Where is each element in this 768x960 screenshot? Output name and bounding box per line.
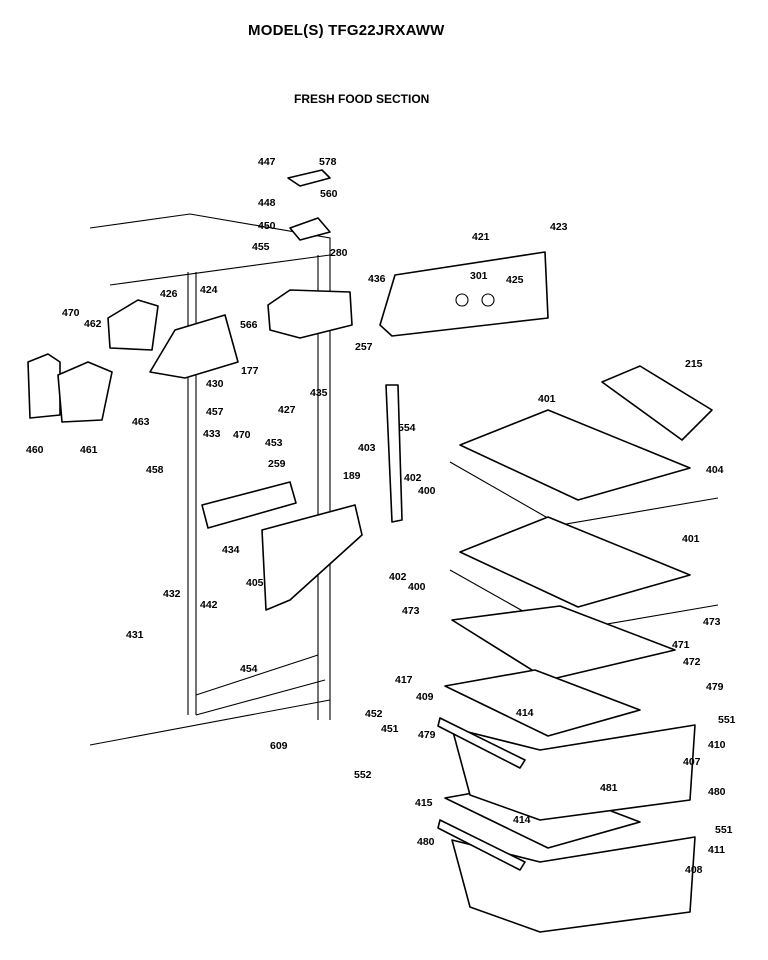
damper-405 [261,504,363,611]
callout-473: 473 [402,605,420,617]
page-title: MODEL(S) TFG22JRXAWW [248,22,445,39]
callout-414: 414 [516,707,534,719]
callout-470: 470 [62,307,80,319]
drawer-407 [451,724,696,821]
callout-407: 407 [683,756,701,768]
callout-471: 471 [672,639,690,651]
callout-578: 578 [319,156,337,168]
callout-448: 448 [258,197,276,209]
callout-424: 424 [200,284,218,296]
callout-481: 481 [600,782,618,794]
callout-257: 257 [355,341,373,353]
callout-431: 431 [126,629,144,641]
callout-labels: 447 578 560 448 450 280 455 436 421 423 424 426 470 4… [26,156,736,876]
callout-480: 480 [708,786,726,798]
callout-415: 415 [415,797,433,809]
shelf-401-upper [459,409,691,501]
callout-409: 409 [416,691,434,703]
callout-430: 430 [206,378,224,390]
callout-480: 480 [417,836,435,848]
callout-427: 427 [278,404,296,416]
callout-450: 450 [258,220,276,232]
rail-403 [385,384,403,523]
callout-458: 458 [146,464,164,476]
callout-421: 421 [472,231,490,243]
callout-435: 435 [310,387,328,399]
housing-462 [107,299,159,351]
slide-rail-479 [437,717,526,769]
bracket-447 [287,169,331,187]
callout-473: 473 [703,616,721,628]
callout-554: 554 [398,422,416,434]
callout-432: 432 [163,588,181,600]
callout-551: 551 [715,824,733,836]
callout-401: 401 [538,393,556,405]
bin-215 [601,365,713,441]
callout-463: 463 [132,416,150,428]
callout-417: 417 [395,674,413,686]
callout-402: 402 [389,571,407,583]
callout-479: 479 [418,729,436,741]
pan-cover-409 [444,669,641,737]
callout-452: 452 [365,708,383,720]
housing-430 [149,314,239,379]
callout-460: 460 [26,444,44,456]
housing-460 [27,353,61,419]
slide-rail-480 [437,819,526,871]
callout-301: 301 [470,270,488,282]
callout-402: 402 [404,472,422,484]
callout-551: 551 [718,714,736,726]
callout-400: 400 [418,485,436,497]
callout-433: 433 [203,428,221,440]
callout-400: 400 [408,581,426,593]
callout-455: 455 [252,241,270,253]
callout-461: 461 [80,444,98,456]
callout-426: 426 [160,288,178,300]
callout-177: 177 [241,365,259,377]
callout-405: 405 [246,577,264,589]
callout-436: 436 [368,273,386,285]
callout-404: 404 [706,464,724,476]
housing-461 [57,361,113,423]
callout-425: 425 [506,274,524,286]
callout-479: 479 [706,681,724,693]
callout-442: 442 [200,599,218,611]
callout-609: 609 [270,740,288,752]
callout-447: 447 [258,156,276,168]
callout-414: 414 [513,814,531,826]
callout-453: 453 [265,437,283,449]
callout-462: 462 [84,318,102,330]
callout-403: 403 [358,442,376,454]
bracket-450 [289,217,331,241]
callout-560: 560 [320,188,338,200]
crisper-cover-472 [451,605,676,681]
callout-472: 472 [683,656,701,668]
callout-451: 451 [381,723,399,735]
shelf-401-lower [459,516,691,608]
callout-423: 423 [550,221,568,233]
light-shield-436 [267,289,353,339]
callout-552: 552 [354,769,372,781]
callout-454: 454 [240,663,258,675]
callout-411: 411 [708,844,725,856]
callout-280: 280 [330,247,348,259]
callout-410: 410 [708,739,726,751]
callout-408: 408 [685,864,703,876]
callout-215: 215 [685,358,703,370]
callout-566: 566 [240,319,258,331]
air-duct-259 [201,481,297,529]
callout-470: 470 [233,429,251,441]
section-title: FRESH FOOD SECTION [294,92,430,106]
callout-189: 189 [343,470,361,482]
callout-457: 457 [206,406,224,418]
callout-259: 259 [268,458,286,470]
callout-401: 401 [682,533,700,545]
callout-434: 434 [222,544,240,556]
